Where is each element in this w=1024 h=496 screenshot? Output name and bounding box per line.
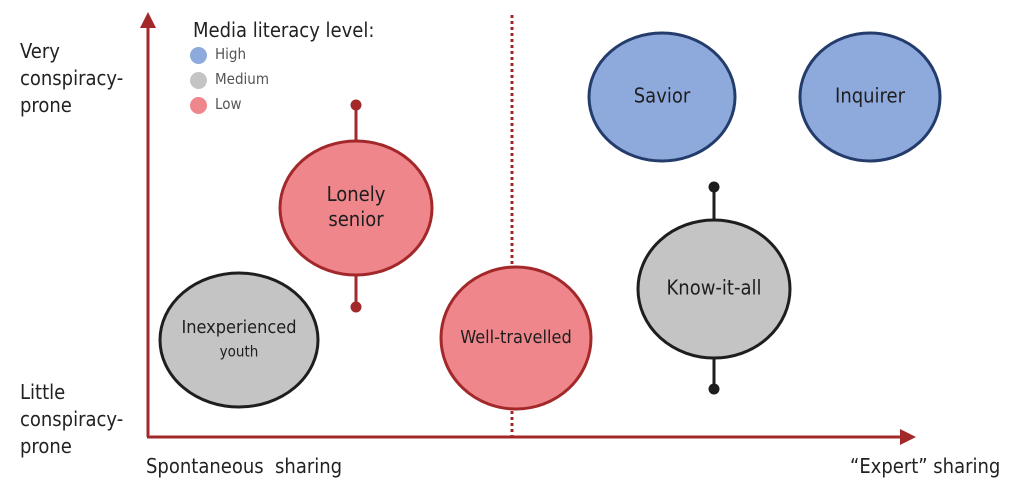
y-axis-bottom-label: Little conspiracy- prone — [20, 379, 123, 460]
x-axis-arrowhead — [900, 429, 916, 445]
legend-label-low: Low — [215, 95, 242, 113]
inexperienced-youth-label-line-2: youth — [220, 343, 259, 361]
legend-swatch-low — [190, 97, 207, 114]
legend-title: Media literacy level: — [193, 18, 375, 42]
y-bottom-line-3: prone — [20, 434, 72, 458]
lonely-senior-bubble — [278, 139, 434, 277]
lonely-senior-range-top-dot — [350, 99, 362, 111]
well-travelled-label-line-1: Well-travelled — [460, 327, 572, 348]
x-axis-right-label: “Expert” sharing — [850, 454, 1001, 478]
y-top-line-3: prone — [20, 93, 72, 117]
x-axis-left-label: Spontaneous sharing — [146, 454, 343, 478]
lonely-senior-label-line-2: senior — [328, 207, 384, 231]
inexperienced-youth-label-line-1: Inexperienced — [181, 317, 296, 338]
legend-swatch-high — [190, 47, 207, 64]
y-top-line-2: conspiracy- — [20, 66, 124, 90]
know-it-all-range-bottom-dot — [708, 383, 720, 395]
inquirer-bubble — [798, 31, 942, 163]
legend-swatch-medium — [190, 72, 207, 89]
y-top-line-1: Very — [20, 39, 60, 63]
know-it-all-label-line-1: Know-it-all — [667, 276, 762, 300]
well-travelled-bubble — [439, 265, 593, 411]
legend: Media literacy level: High Medium Low — [190, 18, 375, 117]
savior-bubble — [587, 31, 737, 163]
lonely-senior-label-line-1: Lonely — [327, 182, 386, 206]
know-it-all-bubble — [636, 218, 792, 360]
legend-item-high: High — [190, 42, 374, 67]
y-bottom-line-2: conspiracy- — [20, 407, 124, 431]
inexperienced-youth-bubble — [158, 271, 320, 409]
legend-item-medium: Medium — [190, 67, 374, 92]
lonely-senior-range-bottom-dot — [350, 301, 362, 313]
inquirer-label-line-1: Inquirer — [835, 84, 906, 108]
know-it-all-range-top-dot — [708, 181, 720, 193]
y-axis-top-label: Very conspiracy- prone — [20, 38, 123, 119]
legend-label-high: High — [215, 45, 247, 63]
legend-item-low: Low — [190, 92, 374, 117]
savior-label-line-1: Savior — [634, 84, 691, 108]
y-axis-arrowhead — [140, 12, 156, 28]
legend-label-medium: Medium — [215, 70, 269, 88]
y-bottom-line-1: Little — [20, 380, 66, 404]
